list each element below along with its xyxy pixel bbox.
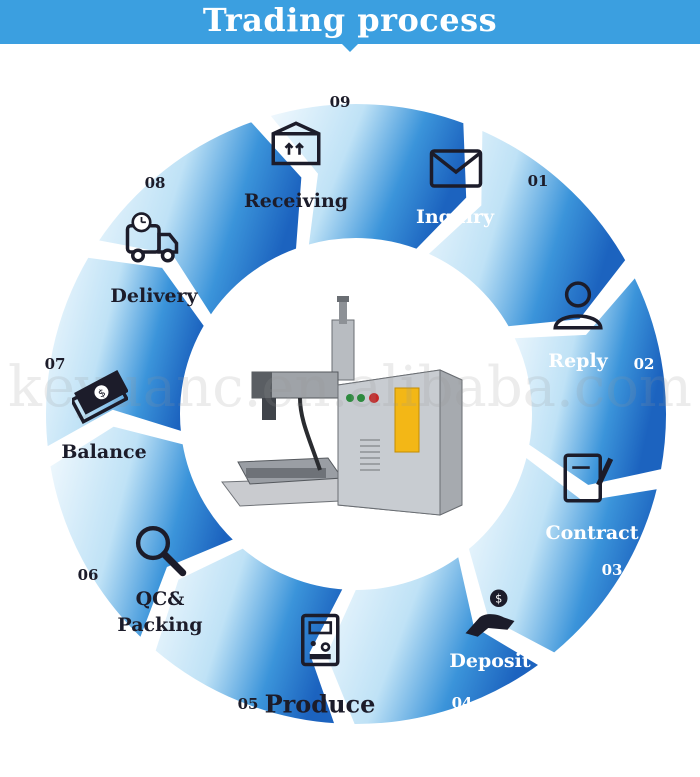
machine-cabinet-icon <box>301 613 340 667</box>
laser-marking-machine-image <box>221 296 463 516</box>
step-number-09: 09 <box>329 93 351 111</box>
step-label-01: Inquiry <box>415 206 495 228</box>
step-number-01: 01 <box>527 172 549 190</box>
hand-coin-icon: $ <box>465 589 515 637</box>
step-label-06: QC&Packing <box>117 588 203 636</box>
step-label-02: Reply <box>548 350 608 372</box>
step-label-03: Contract <box>545 522 639 544</box>
magnifier-icon <box>135 525 187 577</box>
step-label-09: Receiving <box>243 190 349 212</box>
step-number-03: 03 <box>601 561 623 579</box>
step-number-02: 02 <box>633 355 655 373</box>
cycle-segment-04 <box>322 550 546 728</box>
package-box-icon <box>271 121 321 166</box>
cycle-segment-03 <box>464 451 663 658</box>
banknotes-icon: $ <box>72 369 128 425</box>
header-bar <box>0 0 700 44</box>
step-number-08: 08 <box>144 174 166 192</box>
step-label-07: Balance <box>61 441 147 463</box>
contract-pen-icon <box>563 453 614 503</box>
person-icon <box>553 281 603 330</box>
step-number-05: 05 <box>237 695 259 713</box>
envelope-icon <box>429 149 483 188</box>
page-title: Trading process <box>202 1 498 39</box>
cycle-segment-05 <box>151 543 349 728</box>
step-label-08: Delivery <box>110 285 198 307</box>
step-number-07: 07 <box>44 355 66 373</box>
step-number-06: 06 <box>77 566 99 584</box>
svg-text:$: $ <box>96 387 108 401</box>
svg-text:$: $ <box>495 592 502 606</box>
cycle-segment-02 <box>508 271 670 490</box>
cycle-segment-08 <box>92 117 306 322</box>
cycle-segment-01 <box>421 124 630 331</box>
step-label-04: Deposit <box>449 650 531 672</box>
step-label-05: Produce <box>264 689 376 719</box>
step-number-04: 04 <box>451 694 473 712</box>
delivery-truck-icon <box>125 212 179 263</box>
